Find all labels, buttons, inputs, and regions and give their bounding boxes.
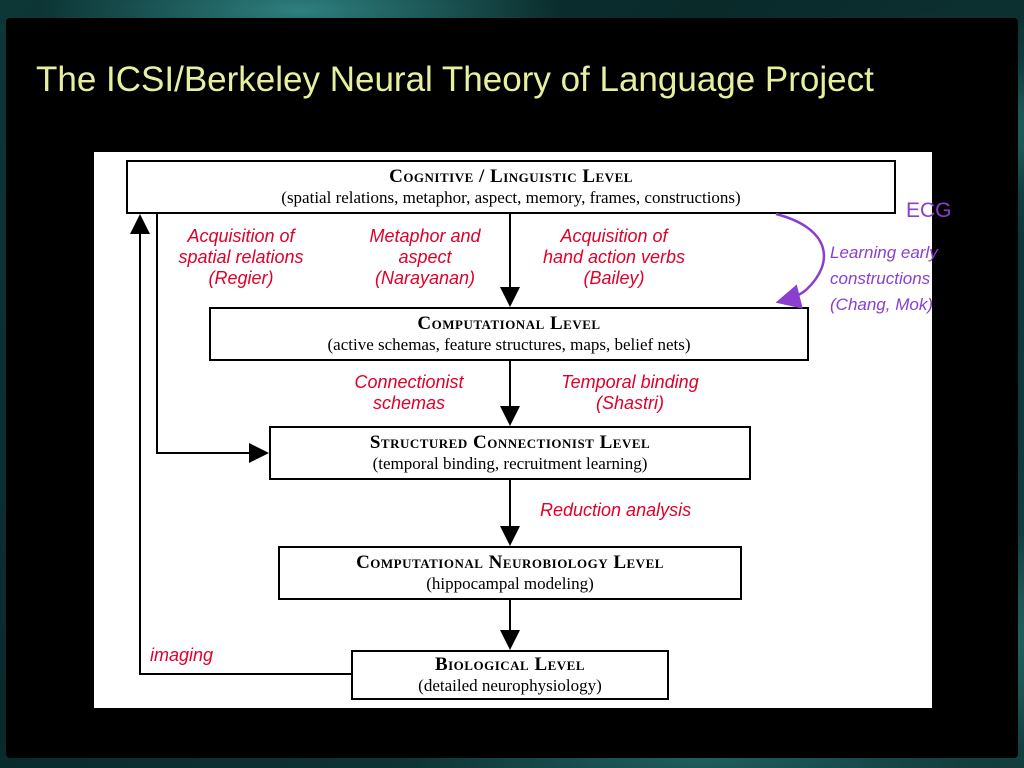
level-title-structured: Structured Connectionist Level: [369, 432, 651, 453]
level-subtitle-biological: (detailed neurophysiology): [418, 676, 602, 695]
level-box-structured: Structured Connectionist Level (temporal…: [269, 426, 751, 480]
level-title-cognitive: Cognitive / Linguistic Level: [389, 166, 633, 187]
level-box-cognitive: Cognitive / Linguistic Level (spatial re…: [126, 160, 896, 214]
level-title-computational: Computational Level: [417, 313, 601, 334]
level-title-biological: Biological Level: [434, 654, 586, 675]
annotation-reduction-analysis: Reduction analysis: [540, 500, 692, 520]
annotation-connectionist-schemas: Connectionist schemas: [354, 372, 464, 413]
arrow-imaging-feedback: [130, 214, 351, 675]
level-box-biological: Biological Level (detailed neurophysiolo…: [351, 650, 669, 700]
ecg-description: Learning early constructions (Chang, Mok…: [830, 243, 938, 314]
level-title-neurobiology: Computational Neurobiology Level: [356, 552, 664, 573]
annotation-acquisition-spatial: Acquisition of spatial relations (Regier…: [178, 226, 304, 288]
annotation-imaging: imaging: [150, 645, 214, 665]
ecg-brace: [775, 212, 826, 309]
level-subtitle-cognitive: (spatial relations, metaphor, aspect, me…: [281, 188, 741, 207]
annotation-temporal-binding: Temporal binding (Shastri): [561, 372, 699, 413]
level-subtitle-structured: (temporal binding, recruitment learning): [372, 454, 648, 473]
level-subtitle-computational: (active schemas, feature structures, map…: [327, 335, 691, 354]
level-box-neurobiology: Computational Neurobiology Level (hippoc…: [278, 546, 742, 600]
annotation-acquisition-hand: Acquisition of hand action verbs (Bailey…: [542, 226, 686, 288]
level-box-computational: Computational Level (active schemas, fea…: [209, 307, 809, 361]
annotation-metaphor-aspect: Metaphor and aspect (Narayanan): [369, 226, 481, 288]
slide-title: The ICSI/Berkeley Neural Theory of Langu…: [36, 60, 874, 99]
ecg-label: ECG: [906, 199, 952, 222]
level-subtitle-neurobiology: (hippocampal modeling): [426, 574, 594, 593]
arrow-cognitive-to-structured: [156, 214, 269, 463]
